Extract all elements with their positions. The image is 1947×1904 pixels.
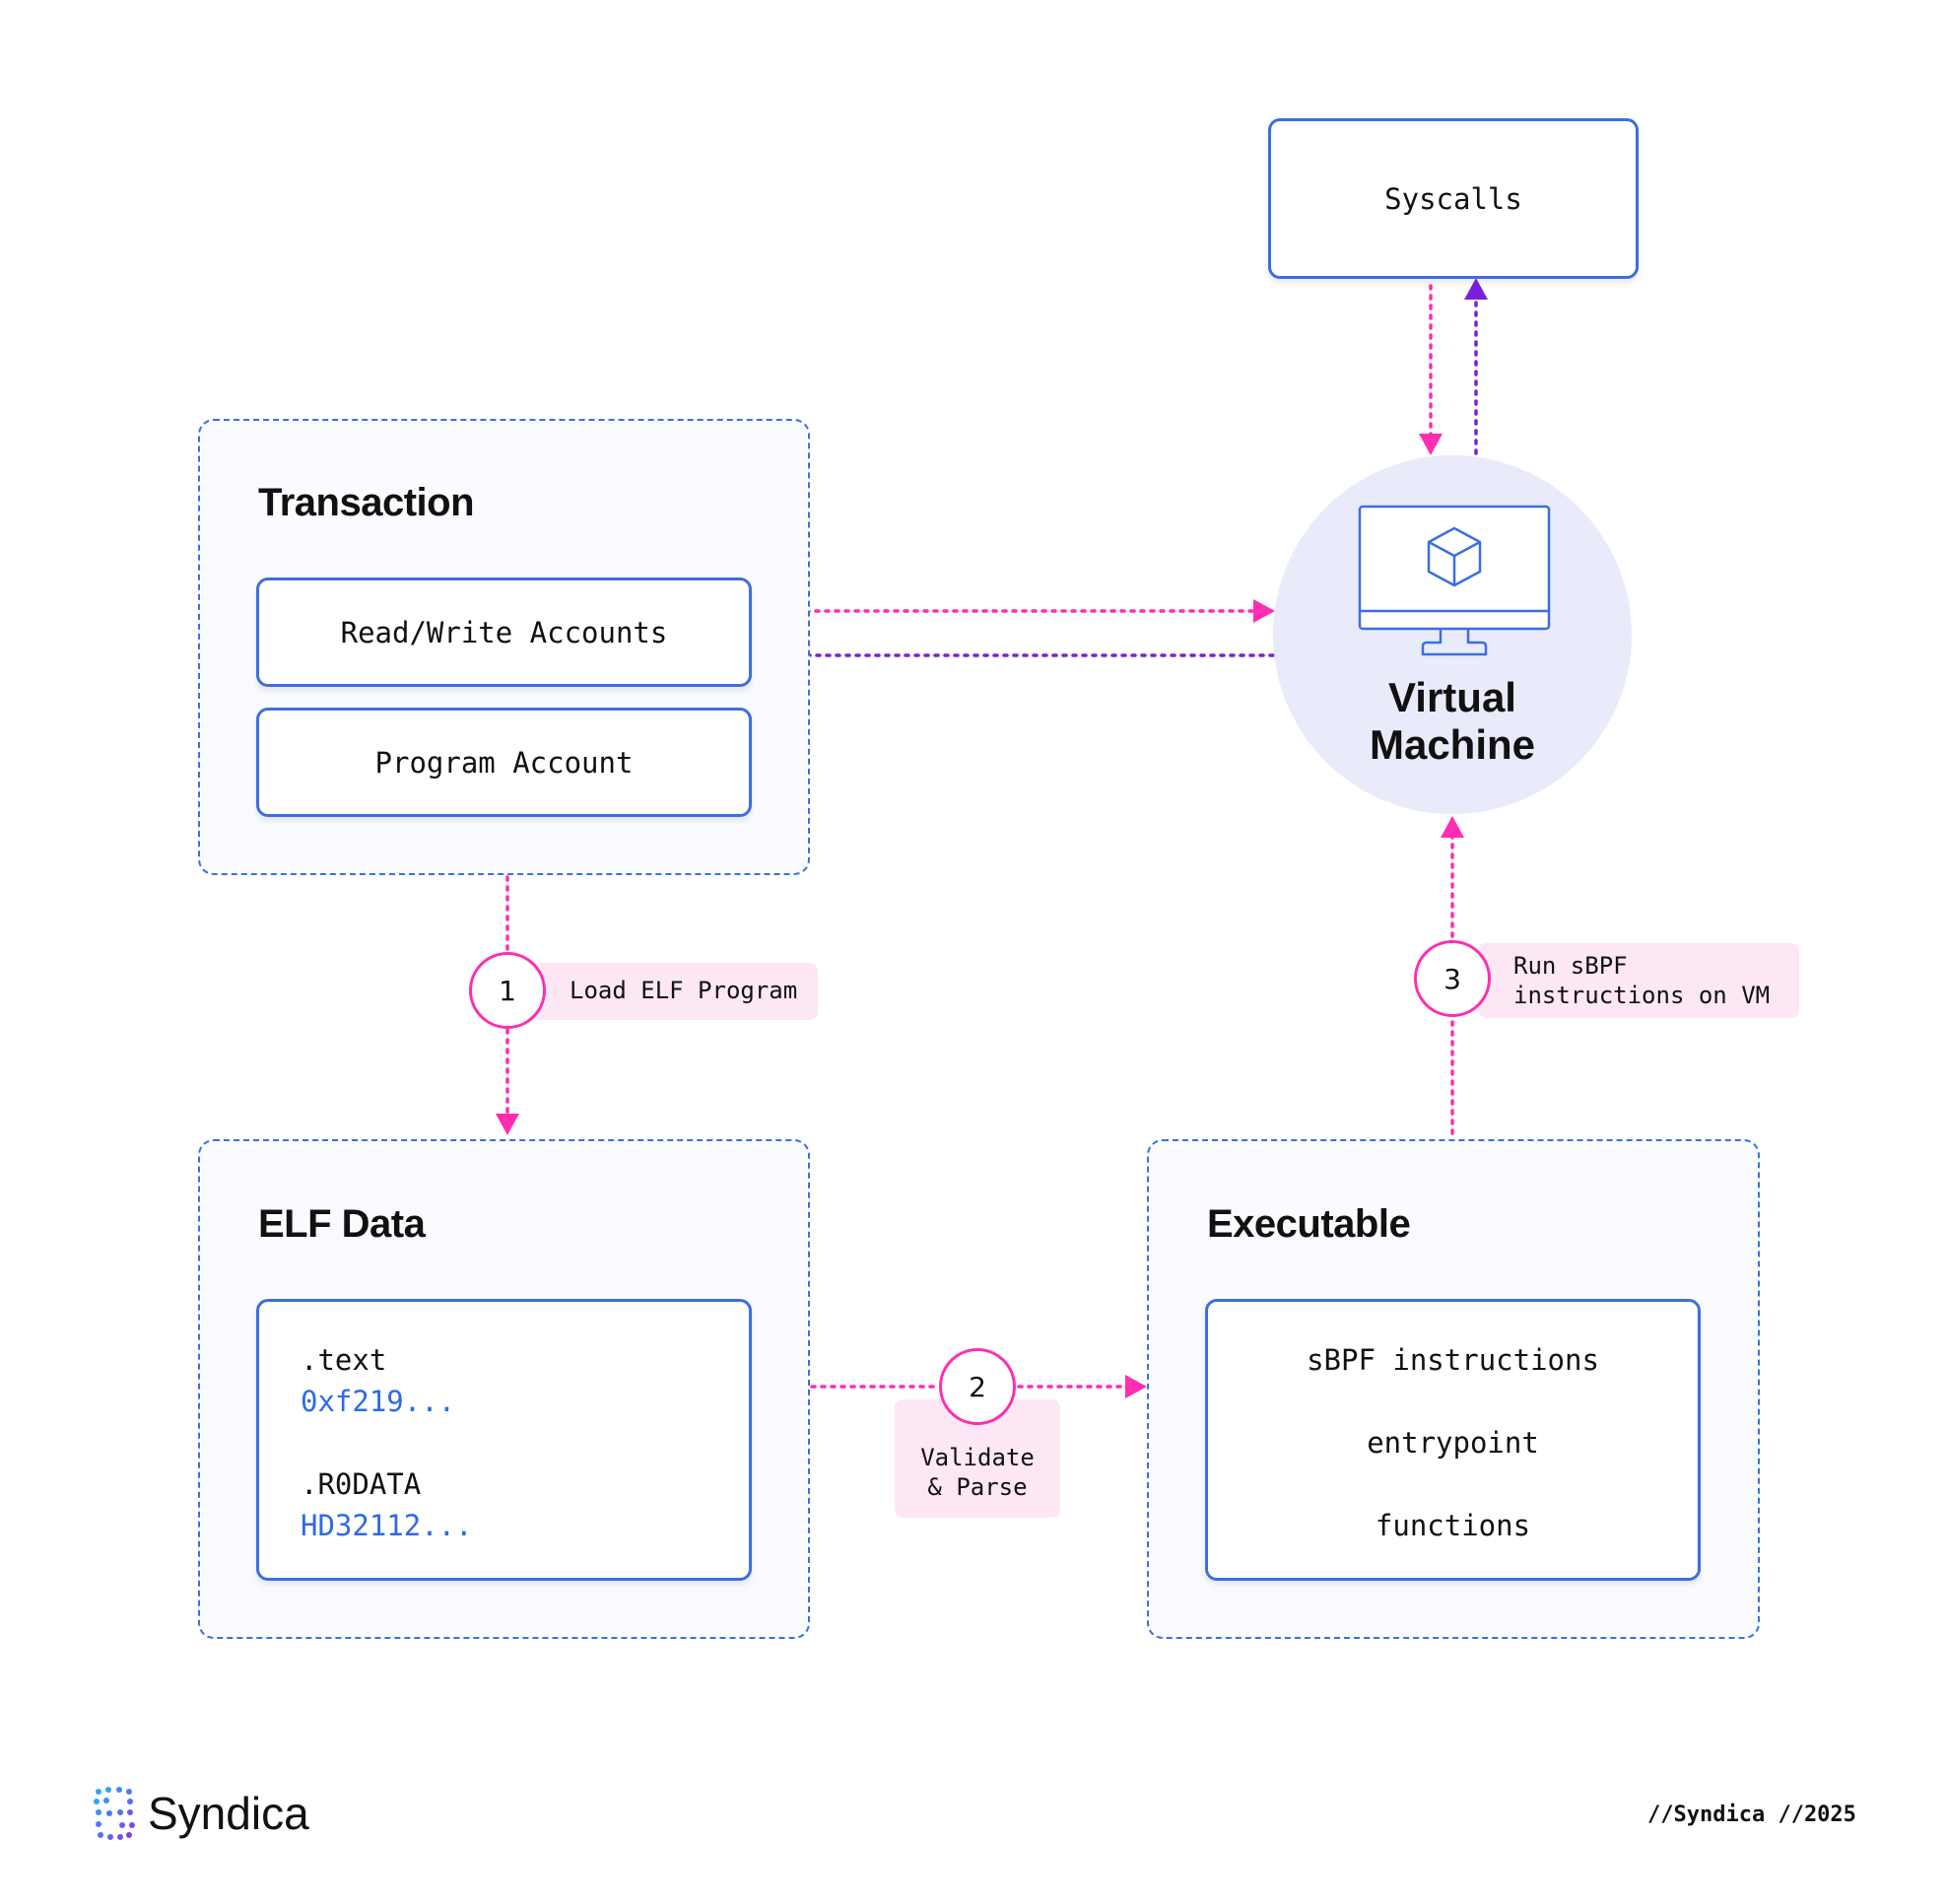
transaction-title: Transaction <box>258 481 475 524</box>
step-2-badge: 2 <box>939 1348 1016 1425</box>
exec-item-sbpf: sBPF instructions <box>1307 1343 1599 1377</box>
monitor-icon <box>1358 505 1551 656</box>
arrowhead-elf-down <box>496 1114 519 1135</box>
arrowhead-exec-right <box>1125 1375 1147 1398</box>
read-write-accounts-label: Read/Write Accounts <box>340 615 668 649</box>
footer-credit: //Syndica //2025 <box>1647 1802 1856 1827</box>
syndica-logo-icon <box>94 1787 135 1840</box>
read-write-accounts-box: Read/Write Accounts <box>256 578 752 687</box>
program-account-box: Program Account <box>256 708 752 817</box>
step-2-label-line1: Validate <box>920 1444 1035 1471</box>
step-3-label: Run sBPF instructions on VM <box>1478 943 1799 1018</box>
step-3-number: 3 <box>1443 962 1461 995</box>
step-1-label: Load ELF Program <box>532 963 818 1020</box>
exec-item-entrypoint: entrypoint <box>1367 1426 1539 1460</box>
elf-data-box: .text 0xf219... .R0DATA HD32112... <box>256 1299 752 1581</box>
step-3-label-line1: Run sBPF <box>1513 952 1628 980</box>
rodata-section-label: .R0DATA <box>301 1467 422 1501</box>
syscalls-box: Syscalls <box>1268 118 1639 279</box>
vm-title-line2: Machine <box>1369 721 1536 768</box>
program-account-label: Program Account <box>374 745 634 780</box>
elf-data-title: ELF Data <box>258 1202 426 1246</box>
vm-title-line1: Virtual <box>1388 674 1516 720</box>
virtual-machine-title: Virtual Machine <box>1273 674 1632 769</box>
step-1-label-text: Load ELF Program <box>570 977 798 1004</box>
executable-title: Executable <box>1207 1202 1411 1246</box>
executable-box: sBPF instructions entrypoint functions <box>1205 1299 1701 1581</box>
step-3-label-line2: instructions on VM <box>1513 982 1771 1009</box>
arrowhead-vm-up <box>1441 816 1464 838</box>
step-2-label-line2: & Parse <box>927 1473 1028 1501</box>
syscalls-label: Syscalls <box>1384 181 1522 216</box>
arrowhead-vm-down <box>1419 434 1443 455</box>
step-1-badge: 1 <box>469 952 546 1029</box>
step-3-badge: 3 <box>1414 940 1491 1017</box>
arrowhead-syscalls-up <box>1464 278 1488 300</box>
cube-icon <box>1427 526 1482 587</box>
arrowhead-vm-right <box>1253 599 1275 623</box>
syndica-logo-text: Syndica <box>148 1788 309 1839</box>
text-section-value: 0xf219... <box>301 1385 456 1418</box>
exec-item-functions: functions <box>1375 1509 1531 1542</box>
text-section-label: .text <box>301 1343 387 1377</box>
step-2-number: 2 <box>969 1370 986 1403</box>
step-1-number: 1 <box>499 974 516 1007</box>
rodata-section-value: HD32112... <box>301 1509 473 1542</box>
